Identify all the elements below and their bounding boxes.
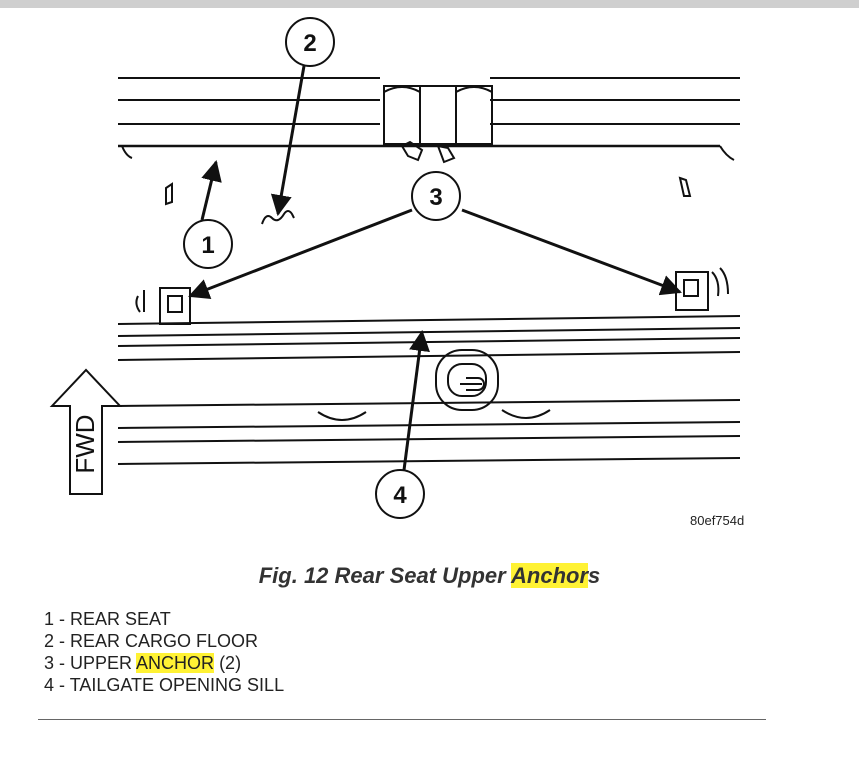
legend-separator: - (54, 675, 70, 695)
center-hinge (383, 85, 493, 164)
callout-circle-4 (375, 469, 425, 519)
tailgate-striker (435, 349, 499, 411)
divider (38, 719, 766, 720)
callout-circle-2 (285, 17, 335, 67)
caption-prefix: Fig. 12 Rear Seat Upper (258, 563, 512, 588)
fwd-arrow (49, 368, 123, 495)
top-bar (0, 0, 859, 8)
caption-highlight: Anchor (511, 563, 589, 588)
leader-arrows (188, 65, 682, 471)
legend-number: 3 (44, 653, 55, 673)
legend-item: 2 - REAR CARGO FLOOR (44, 630, 284, 652)
callout-label-4: 4 (393, 482, 407, 509)
fwd-label: FWD (70, 414, 100, 473)
legend-separator: - (54, 653, 71, 673)
legend-tail: (2) (214, 653, 242, 673)
upper-anchor-right (675, 267, 729, 311)
caption-suffix: s (588, 563, 601, 588)
callout-label-2: 2 (303, 30, 316, 57)
rear-seat-outline (118, 77, 740, 161)
callout-circle-3 (411, 171, 461, 221)
legend-item: 3 - UPPER ANCHOR (2) (44, 652, 284, 674)
callout-label-1: 1 (201, 232, 214, 259)
legend-list: 1 - REAR SEAT 2 - REAR CARGO FLOOR 3 - U… (44, 608, 284, 696)
legend-item: 4 - TAILGATE OPENING SILL (44, 674, 284, 696)
legend-text: UPPER (70, 653, 137, 673)
floor-tab-left (165, 182, 173, 206)
figure-caption: Fig. 12 Rear Seat Upper Anchors (0, 563, 859, 589)
upper-anchor-left (135, 287, 191, 325)
legend-item: 1 - REAR SEAT (44, 608, 284, 630)
callout-label-3: 3 (429, 184, 442, 211)
legend-highlight: ANCHOR (136, 653, 215, 673)
legend-number: 2 (44, 631, 55, 651)
legend-text: TAILGATE OPENING SILL (69, 675, 285, 695)
legend-separator: - (54, 631, 71, 651)
legend-text: REAR CARGO FLOOR (70, 631, 259, 651)
legend-number: 1 (44, 609, 55, 629)
tailgate-sill (117, 315, 741, 465)
floor-tab-right (678, 176, 692, 197)
figure-code: 80ef754d (690, 513, 745, 528)
legend-text: REAR SEAT (70, 609, 171, 629)
legend-separator: - (54, 609, 71, 629)
rear-seat-anchor-diagram: 2 1 3 4 FWD (49, 17, 741, 519)
callout-circle-1 (183, 219, 233, 269)
legend-number: 4 (44, 675, 55, 695)
